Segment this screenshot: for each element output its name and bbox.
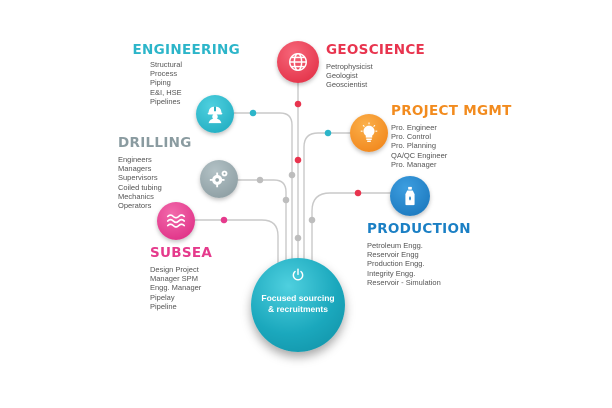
connector-dot [249,109,257,117]
list-item: Engg. Manager [150,283,202,293]
connector-engineering [231,112,293,263]
central-hub: Focused sourcing & recruitments [251,258,345,352]
list-item: Geoscientist [326,80,368,90]
list-item: Reservoir Engg [367,250,419,260]
list-item: Coiled tubing [118,182,162,192]
category-title: SUBSEA [150,245,213,261]
list-item: Pro. Planning [391,141,437,151]
connector-drilling [232,179,287,263]
power-icon [292,268,304,281]
list-item: Mechanics [118,191,154,201]
list-item: Pro. Engineer [391,123,437,132]
category-title: ENGINEERING [132,42,240,58]
list-item: QA/QC Engineer [391,150,448,160]
waves-icon [166,214,186,228]
connector-dot [282,196,290,204]
category-drilling: DRILLING Engineers Managers Supervisors … [118,135,218,210]
category-title: PROJECT MGMT [391,103,512,119]
connector-dot [354,189,362,197]
drilling-circle [200,160,238,198]
connector-dot [308,216,316,224]
connector-dot [256,176,264,184]
list-item: Petroleum Engg. [367,241,423,250]
list-item: Production Engg. [367,259,425,269]
list-item: Design Project [150,265,199,274]
list-item: Managers [118,164,152,174]
lightbulb-icon [360,122,378,142]
list-item: Structural [150,60,183,69]
connector-production [311,192,393,265]
gear-icon [209,170,228,188]
list-item: Petrophysicist [326,62,373,71]
category-engineering: ENGINEERING [120,42,240,62]
list-item: Geologist [326,71,358,81]
globe-icon [289,53,307,71]
connector-project-mgmt [303,132,351,263]
category-title: PRODUCTION [367,221,471,237]
list-item: Pipelay [150,292,175,302]
subsea-circle [157,202,195,240]
engineering-circle [196,95,234,133]
connector-dot [324,129,332,137]
list-item: Integrity Engg. [367,268,416,278]
list-item: Reservoir - Simulation [367,277,441,287]
list-item: E&I, HSE [150,87,182,97]
list-item: Pro. Manager [391,159,437,169]
production-circle [390,176,430,216]
list-item: Engineers [118,155,152,164]
engineer-helmet-icon [207,106,223,124]
engineering-items: Structural Process Piping E&I, HSE Pipel… [150,60,240,106]
oil-bottle-icon [405,186,415,206]
connector-dot [294,234,302,242]
connector-dot [288,171,296,179]
list-item: Pipelines [150,96,181,106]
hub-title-line2: & recruitments [268,304,328,314]
connector-dot [294,100,302,108]
connector-subsea [193,219,279,269]
list-item: Pipeline [150,301,177,311]
category-geoscience: GEOSCIENCE Petrophysicist Geologist Geos… [326,42,466,90]
connector-dot [294,156,302,164]
hub-title-line1: Focused sourcing [261,293,335,303]
category-production: PRODUCTION Petroleum Engg. Reservoir Eng… [367,221,527,287]
category-project-mgmt: PROJECT MGMT Pro. Engineer Pro. Control … [391,103,541,169]
list-item: Process [150,69,178,79]
geoscience-circle [277,41,319,83]
connector-dot [220,216,228,224]
category-subsea: SUBSEA Design Project Manager SPM Engg. … [150,245,260,311]
category-title: DRILLING [118,135,192,151]
list-item: Piping [150,78,171,88]
list-item: Supervisors [118,173,158,183]
list-item: Pro. Control [391,132,432,142]
project-mgmt-circle [350,114,388,152]
list-item: Operators [118,201,152,211]
category-title: GEOSCIENCE [326,42,426,58]
list-item: Manager SPM [150,274,198,284]
